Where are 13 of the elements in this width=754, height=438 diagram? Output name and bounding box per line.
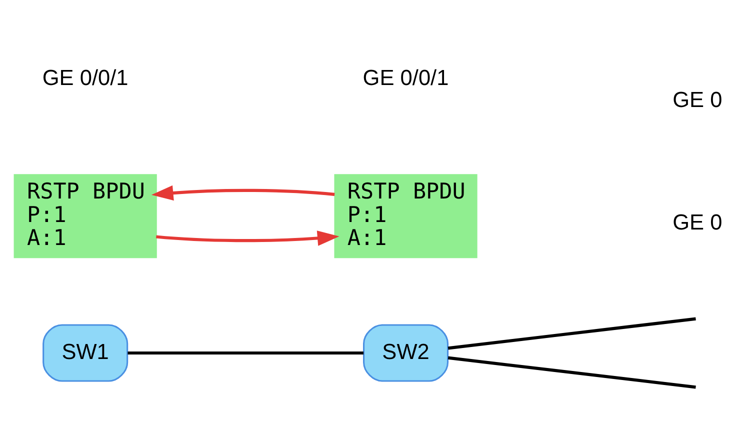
connector	[448, 316, 696, 350]
connector	[128, 350, 364, 354]
node-box: RSTP BPDU P:1 A:1	[14, 174, 157, 258]
node-box: RSTP BPDU P:1 A:1	[334, 174, 478, 258]
node-box: SW2	[363, 324, 449, 382]
label: GE 0/0/1	[42, 64, 128, 90]
arrow	[151, 184, 335, 200]
label: GE 0	[672, 209, 722, 234]
label: GE 0	[672, 86, 722, 112]
arrow	[156, 230, 340, 246]
label: GE 0/0/1	[362, 64, 449, 90]
connector	[448, 356, 696, 388]
node-box: SW1	[42, 324, 128, 382]
